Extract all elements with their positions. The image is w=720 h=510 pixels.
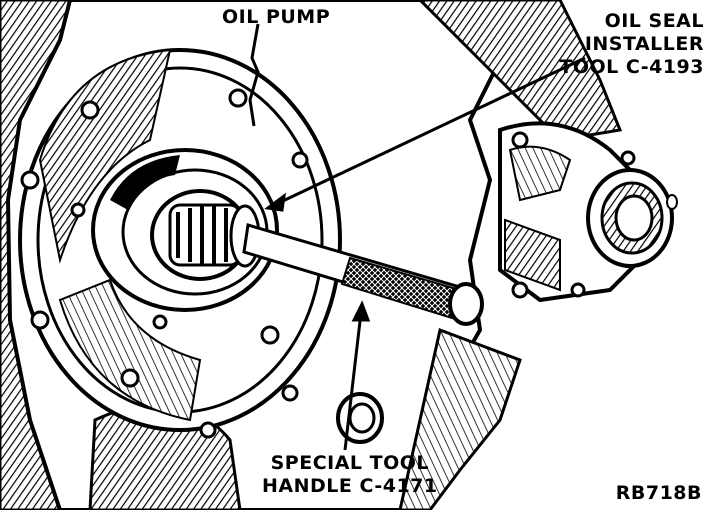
handle-leader — [343, 303, 364, 451]
handle-label-line-1: SPECIAL TOOL — [270, 452, 430, 474]
leader-lines — [248, 23, 586, 451]
oil-pump-leader — [248, 23, 260, 127]
handle-tool-label: SPECIAL TOOL HANDLE C-4171 — [262, 452, 438, 498]
installer-label-line-2: INSTALLER — [584, 33, 704, 55]
handle-label-line-2: HANDLE C-4171 — [262, 475, 438, 497]
installer-tool-label: OIL SEAL INSTALLER TOOL C-4193 — [559, 10, 704, 79]
figure-reference-code: RB718B — [615, 482, 702, 504]
tool-handle — [242, 223, 484, 326]
extension-housing — [498, 121, 678, 303]
installer-label-line-1: OIL SEAL — [604, 10, 704, 32]
installer-arrowhead — [264, 192, 286, 212]
oil-pump-label-text: OIL PUMP — [222, 6, 331, 28]
installer-leader — [267, 56, 586, 210]
handle-arrowhead — [351, 300, 371, 322]
installer-label-line-3: TOOL C-4193 — [559, 56, 704, 78]
oil-pump-label: OIL PUMP — [222, 6, 330, 29]
